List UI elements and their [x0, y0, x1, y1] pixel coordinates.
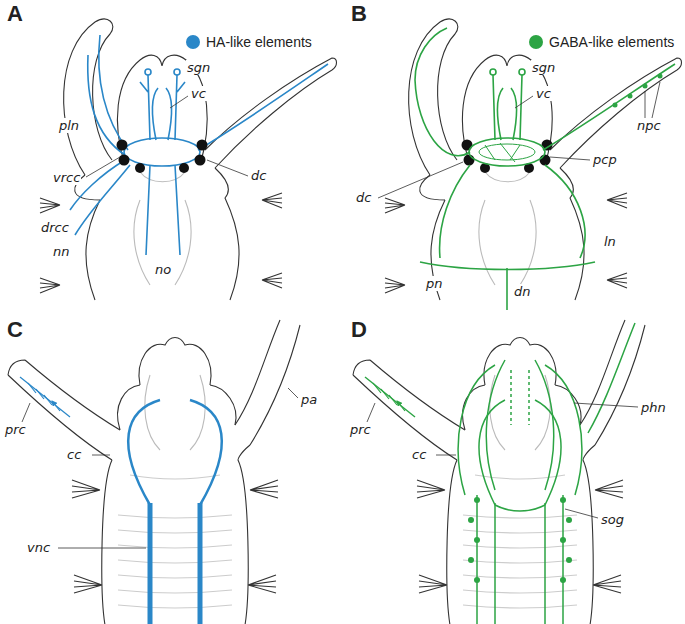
head-outline: [40, 19, 337, 300]
structure-label: cc: [411, 447, 427, 462]
gaba-nerves: [415, 28, 675, 310]
structure-label: pa: [300, 392, 318, 407]
panel-letter: D: [350, 318, 368, 342]
structure-label: prc: [349, 422, 372, 437]
structure-label: vrcc: [52, 170, 81, 185]
ha-nerves: [20, 377, 222, 624]
legend-swatch: [529, 35, 543, 49]
brain-cell: [117, 140, 553, 174]
structure-label: sgn: [531, 60, 556, 75]
structure-label: ln: [603, 234, 617, 249]
panel-letter: C: [6, 318, 24, 342]
structure-label: pln: [58, 118, 80, 133]
structure-label: dc: [250, 168, 267, 183]
structure-label: nn: [52, 244, 70, 259]
structure-label: vc: [535, 86, 552, 101]
structure-label: pcp: [592, 152, 618, 167]
structure-label: phn: [640, 400, 667, 415]
structure-label: cc: [66, 447, 82, 462]
structure-label: sgn: [186, 60, 211, 75]
legend-entry: HA-like elements: [186, 34, 312, 50]
structure-label: npc: [636, 118, 662, 133]
head-outline: [8, 320, 300, 624]
structure-label: prc: [4, 422, 27, 437]
legend-text: GABA-like elements: [549, 34, 674, 50]
sog-marks: [468, 497, 572, 583]
head-outline: [385, 19, 682, 300]
legend-swatch: [186, 35, 200, 49]
panel-letter: A: [6, 2, 24, 26]
leader-lines: [22, 82, 660, 548]
npc-marks: [613, 74, 663, 108]
structure-label: sog: [600, 512, 625, 527]
legend-text: HA-like elements: [206, 34, 312, 50]
structure-label: drcc: [40, 220, 70, 235]
structure-label: dn: [513, 284, 532, 299]
gaba-nerves: [365, 323, 635, 624]
structure-label: dc: [355, 190, 372, 205]
head-outline: [353, 320, 645, 624]
structure-label: vnc: [26, 540, 51, 555]
structure-label: vc: [190, 86, 207, 101]
panel-letter: B: [350, 2, 368, 26]
structure-label: no: [154, 262, 172, 277]
structure-label: pn: [425, 276, 444, 291]
legend-entry: GABA-like elements: [529, 34, 674, 50]
ha-nerves: [70, 35, 328, 255]
